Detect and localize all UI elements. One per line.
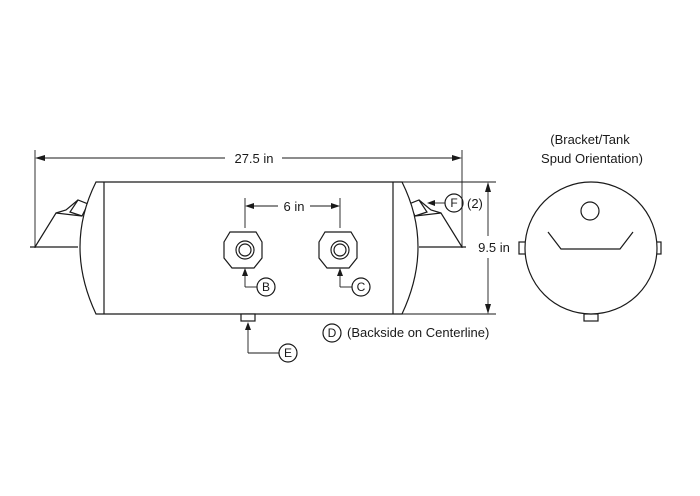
callout-b: B bbox=[242, 268, 276, 297]
tank-side-view bbox=[30, 181, 466, 322]
callout-e: E bbox=[245, 322, 298, 363]
callout-b-letter: B bbox=[262, 280, 270, 294]
end-view: (Bracket/Tank Spud Orientation) bbox=[518, 132, 662, 322]
left-bracket bbox=[30, 199, 89, 248]
dimension-length-label: 27.5 in bbox=[234, 151, 273, 166]
dimension-diameter-label: 9.5 in bbox=[478, 240, 510, 255]
callout-f-letter: F bbox=[450, 196, 457, 210]
callout-e-letter: E bbox=[284, 346, 292, 360]
drain-spud bbox=[240, 313, 256, 322]
dimension-port-spacing: 6 in bbox=[244, 198, 341, 228]
end-view-top-spud bbox=[580, 201, 600, 221]
port-c bbox=[318, 231, 358, 269]
callout-f-quantity: (2) bbox=[467, 196, 483, 211]
callout-f: F (2) bbox=[427, 193, 483, 213]
callout-c-letter: C bbox=[357, 280, 366, 294]
callout-d: D (Backside on Centerline) bbox=[322, 323, 489, 343]
end-view-title-line1: (Bracket/Tank bbox=[550, 132, 630, 147]
right-bracket bbox=[408, 199, 466, 248]
dimension-diameter: 9.5 in bbox=[402, 181, 510, 315]
callout-d-note: (Backside on Centerline) bbox=[347, 325, 489, 340]
port-b bbox=[223, 231, 263, 269]
dimension-port-spacing-label: 6 in bbox=[284, 199, 305, 214]
end-view-bottom-spud bbox=[583, 313, 599, 322]
end-view-title-line2: Spud Orientation) bbox=[541, 151, 643, 166]
dimension-length: 27.5 in bbox=[34, 150, 463, 248]
callout-d-letter: D bbox=[328, 326, 337, 340]
end-view-tank-circle bbox=[524, 181, 658, 315]
callout-c: C bbox=[337, 268, 371, 297]
end-view-bracket-outline bbox=[547, 231, 634, 250]
